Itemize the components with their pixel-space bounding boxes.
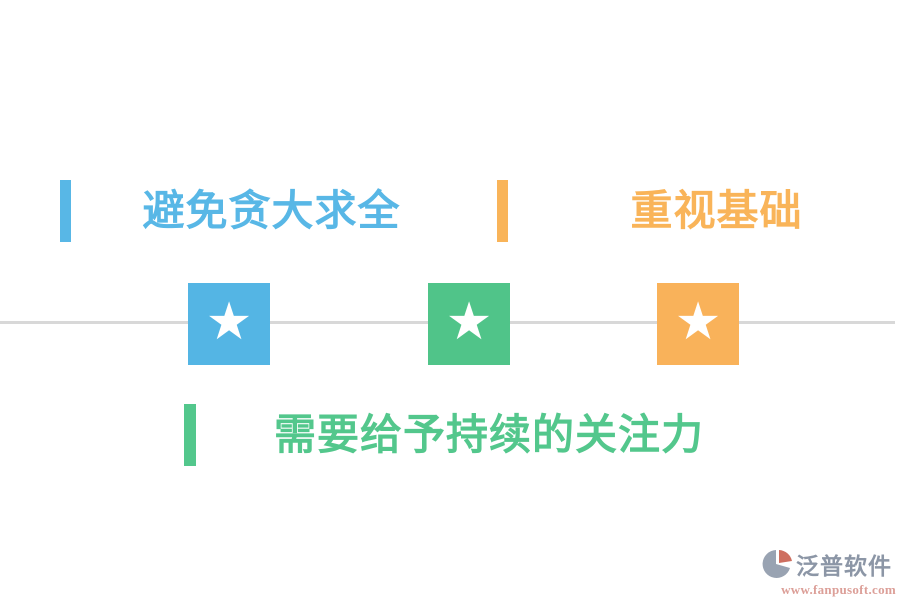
brand-url: www.fanpusoft.com	[781, 582, 896, 597]
star-icon: ★	[205, 292, 253, 352]
topic3-accent-bar	[184, 404, 196, 466]
milestone-square-green: ★	[428, 283, 510, 365]
brand-name: 泛普软件	[796, 554, 892, 579]
topic2-accent-bar	[497, 180, 508, 242]
milestone-square-orange: ★	[657, 283, 739, 365]
milestone-square-blue: ★	[188, 283, 270, 365]
topic3-title: 需要给予持续的关注力	[273, 411, 704, 458]
star-icon: ★	[445, 292, 493, 352]
topic2-title: 重视基础	[630, 187, 803, 234]
star-icon: ★	[674, 292, 722, 352]
topic1-accent-bar	[60, 180, 71, 242]
topic1-title: 避免贪大求全	[142, 187, 401, 234]
fanpu-logo-icon	[762, 550, 792, 578]
brand-logo: 泛普软件 www.fanpusoft.com	[762, 547, 896, 598]
